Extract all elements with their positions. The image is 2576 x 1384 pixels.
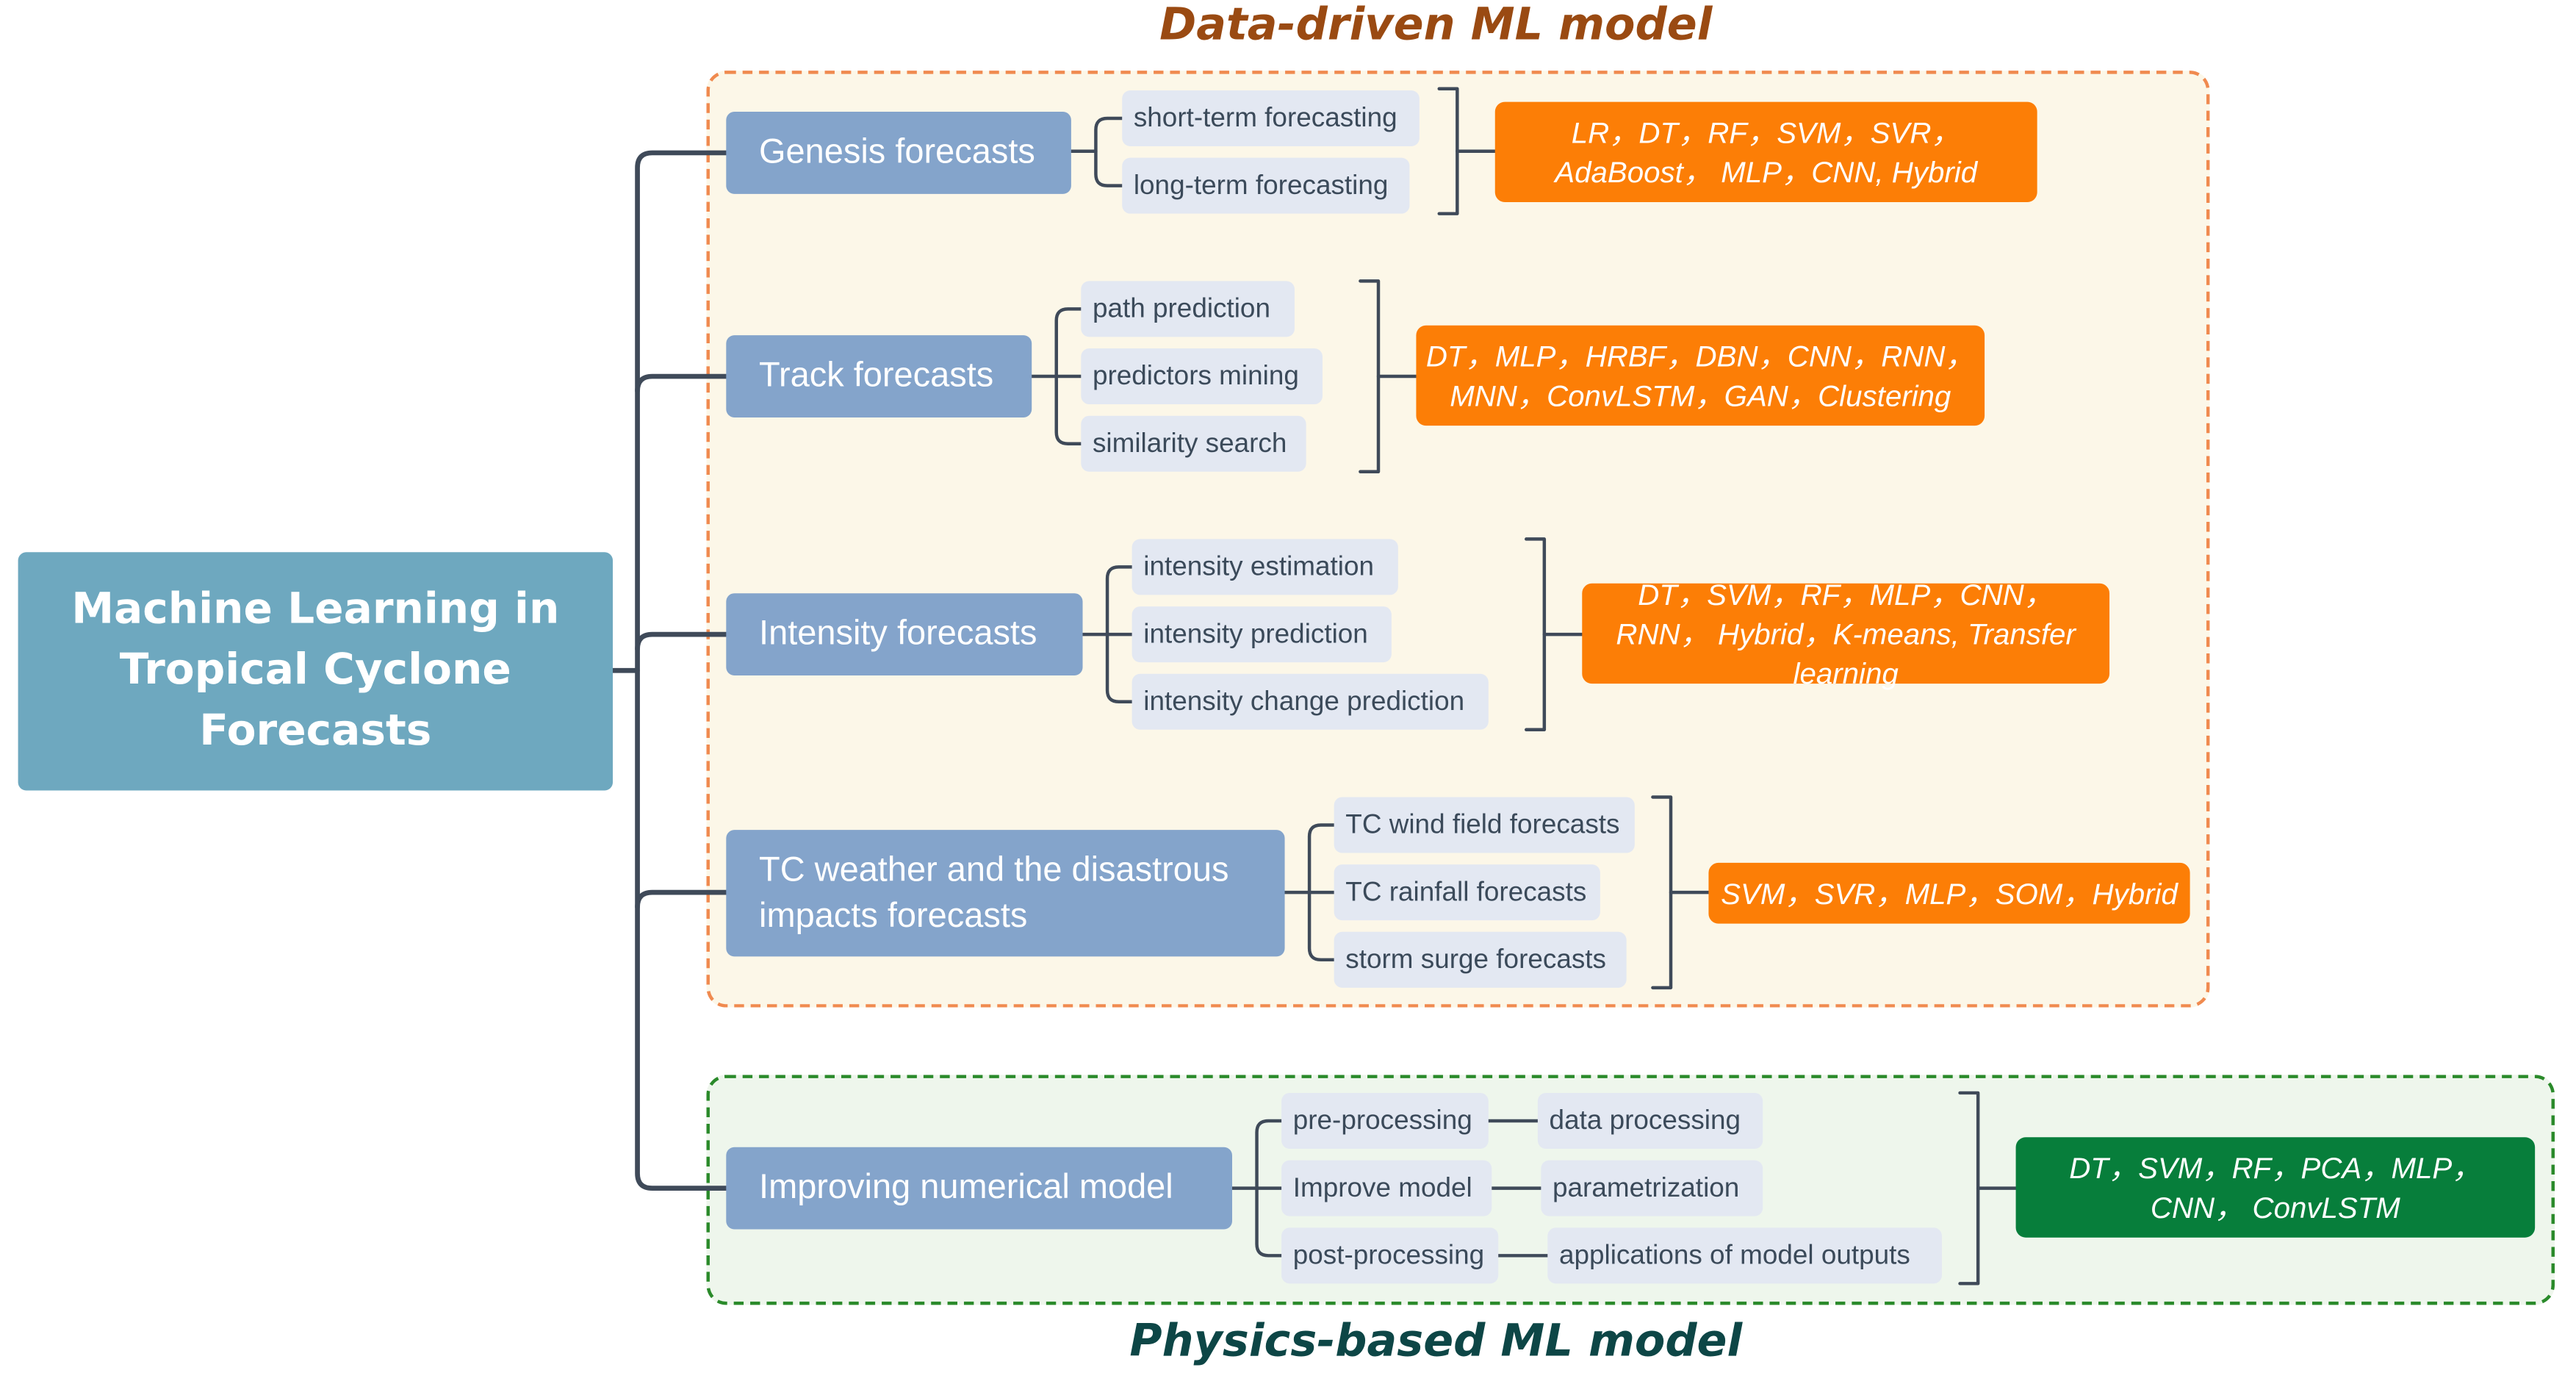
methods-tc-weather: SVM，SVR，MLP，SOM，Hybrid: [1708, 862, 2190, 924]
subtopic-path-prediction: path prediction: [1081, 281, 1295, 337]
subtopic-intensity-estimation: intensity estimation: [1132, 539, 1398, 595]
subtopic-similarity-search: similarity search: [1081, 415, 1306, 472]
subtopic-storm-surge-forecasts: storm surge forecasts: [1334, 931, 1627, 988]
subtopic-intensity-change-prediction: intensity change prediction: [1132, 673, 1489, 730]
category-tc-weather-impacts-forecasts: TC weather and the disastrous impacts fo…: [726, 830, 1285, 957]
subtopic-tc-wind-field-forecasts: TC wind field forecasts: [1334, 797, 1635, 853]
subtopic-tc-rainfall-forecasts: TC rainfall forecasts: [1334, 864, 1600, 921]
methods-improving-numerical-model: DT，SVM，RF，PCA，MLP，CNN， ConvLSTM: [2015, 1137, 2536, 1238]
data-driven-title: Data-driven ML model: [1159, 0, 1713, 51]
methods-track: DT，MLP，HRBF，DBN，CNN，RNN， MNN，ConvLSTM，GA…: [1416, 325, 1985, 426]
detail-applications-of-model-outputs: applications of model outputs: [1547, 1227, 1942, 1284]
category-intensity-forecasts: Intensity forecasts: [726, 593, 1083, 675]
subtopic-long-term-forecasting: long-term forecasting: [1122, 157, 1410, 214]
detail-parametrization: parametrization: [1541, 1160, 1763, 1216]
subtopic-pre-processing: pre-processing: [1281, 1092, 1489, 1149]
category-improving-numerical-model: Improving numerical model: [726, 1147, 1232, 1230]
subtopic-intensity-prediction: intensity prediction: [1132, 606, 1392, 663]
subtopic-post-processing: post-processing: [1281, 1227, 1499, 1284]
category-genesis-forecasts: Genesis forecasts: [726, 112, 1071, 194]
category-track-forecasts: Track forecasts: [726, 335, 1032, 417]
subtopic-predictors-mining: predictors mining: [1081, 348, 1323, 405]
physics-based-title: Physics-based ML model: [1129, 1316, 1743, 1368]
detail-data-processing: data processing: [1537, 1092, 1763, 1149]
methods-genesis: LR，DT，RF，SVM，SVR，AdaBoost， MLP，CNN, Hybr…: [1494, 101, 2037, 203]
root-topic: Machine Learning in Tropical Cyclone For…: [18, 552, 614, 791]
methods-intensity: DT，SVM，RF，MLP，CNN，RNN， Hybrid，K-means, T…: [1582, 578, 2110, 689]
subtopic-improve-model: Improve model: [1281, 1160, 1492, 1216]
subtopic-short-term-forecasting: short-term forecasting: [1122, 90, 1420, 147]
